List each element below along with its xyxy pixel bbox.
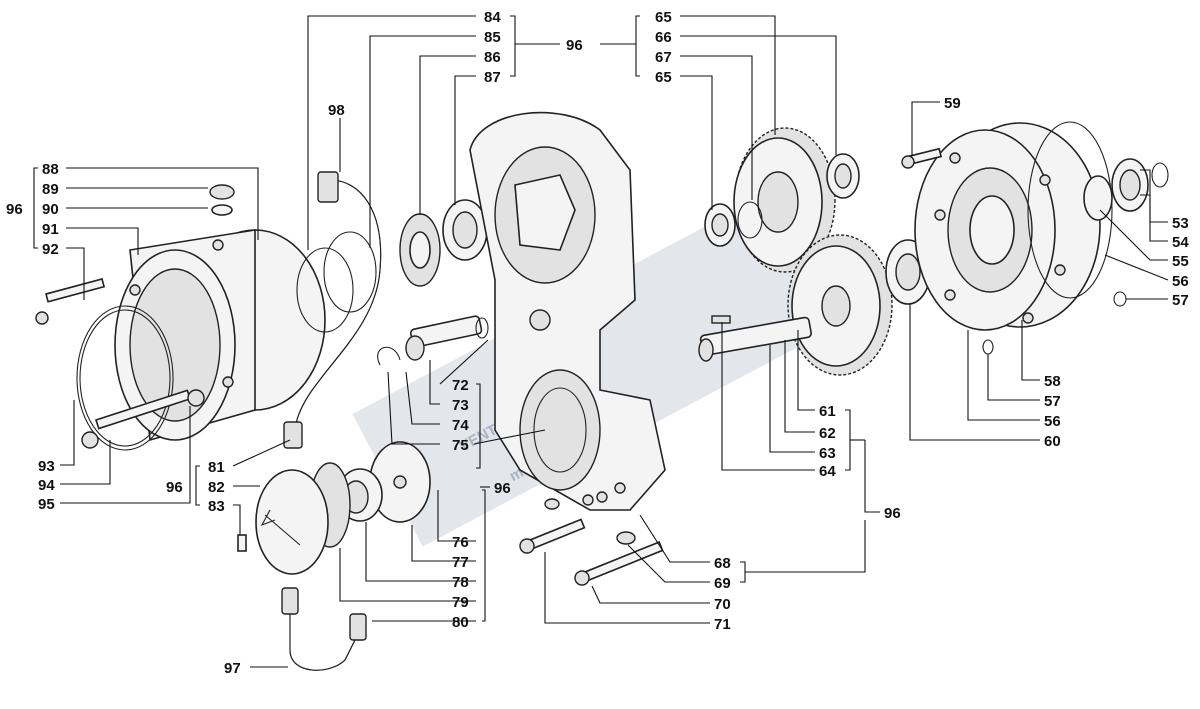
label-58: 58 [1044, 373, 1061, 390]
label-61: 61 [819, 403, 836, 420]
label-83: 83 [208, 498, 225, 515]
bolt-71 [519, 518, 586, 554]
label-92: 92 [42, 241, 59, 258]
label-79: 79 [452, 594, 469, 611]
leader-lines [33, 15, 1169, 668]
label-90: 90 [42, 201, 59, 218]
label-82: 82 [208, 479, 225, 496]
hose-97 [281, 587, 367, 671]
callout-labels: 53 54 55 56 57 58 57 56 60 59 61 62 63 6… [6, 9, 1189, 677]
o-ring-57a [1113, 291, 1127, 307]
label-93: 93 [38, 458, 55, 475]
label-63: 63 [819, 445, 836, 462]
label-60: 60 [1044, 433, 1061, 450]
label-55: 55 [1172, 253, 1189, 270]
shaft-61-64 [698, 315, 812, 362]
label-96-left: 96 [6, 201, 23, 218]
label-68: 68 [714, 555, 731, 572]
label-81: 81 [208, 459, 225, 476]
label-89: 89 [42, 181, 59, 198]
label-65a: 65 [655, 9, 672, 26]
label-78: 78 [452, 574, 469, 591]
bolt-70 [574, 540, 664, 586]
bearing-54 [1111, 158, 1149, 212]
label-77: 77 [452, 554, 469, 571]
label-91: 91 [42, 221, 59, 238]
seal-55 [1083, 175, 1113, 221]
pump-cover-80 [255, 462, 351, 575]
label-53: 53 [1172, 215, 1189, 232]
bearing-65a [826, 153, 860, 199]
plug-95 [187, 389, 205, 407]
label-84: 84 [484, 9, 501, 26]
label-64: 64 [819, 463, 836, 480]
label-87: 87 [484, 69, 501, 86]
o-ring-56a [1027, 121, 1113, 299]
label-67: 67 [655, 49, 672, 66]
label-75: 75 [452, 437, 469, 454]
gear-lower [787, 234, 893, 376]
o-ring-large-93 [76, 305, 174, 451]
bolt-59 [901, 147, 943, 169]
label-95: 95 [38, 496, 55, 513]
label-96-pump: 96 [166, 479, 183, 496]
label-70: 70 [714, 596, 731, 613]
pin-assembly-72-75 [377, 315, 489, 366]
label-73: 73 [452, 397, 469, 414]
label-56b: 56 [1044, 413, 1061, 430]
label-80: 80 [452, 614, 469, 631]
ring-53 [1151, 162, 1169, 188]
plug-89-90 [209, 184, 235, 216]
label-69: 69 [714, 575, 731, 592]
label-98: 98 [328, 102, 345, 119]
o-ring-57b [982, 339, 994, 355]
label-74: 74 [452, 417, 469, 434]
plug-69 [616, 531, 636, 545]
label-96-center: 96 [494, 480, 511, 497]
label-66: 66 [655, 29, 672, 46]
label-86: 86 [484, 49, 501, 66]
label-65b: 65 [655, 69, 672, 86]
label-94: 94 [38, 477, 55, 494]
bolt-92 [35, 278, 106, 325]
label-57b: 57 [1044, 393, 1061, 410]
gear-66 [733, 127, 836, 273]
label-59: 59 [944, 95, 961, 112]
label-76: 76 [452, 534, 469, 551]
wheel-hub [914, 122, 1101, 331]
label-54: 54 [1172, 234, 1189, 251]
label-85: 85 [484, 29, 501, 46]
screw-83 [237, 534, 247, 552]
label-88: 88 [42, 161, 59, 178]
label-71: 71 [714, 616, 731, 633]
ring-67 [737, 201, 763, 239]
label-72: 72 [452, 377, 469, 394]
label-96-top: 96 [566, 37, 583, 54]
o-ring-85 [296, 231, 377, 333]
gear-86 [399, 213, 441, 287]
label-96-right: 96 [884, 505, 901, 522]
label-57: 57 [1172, 292, 1189, 309]
label-97: 97 [224, 660, 241, 677]
bearing-87 [442, 199, 488, 261]
center-housing [469, 111, 666, 511]
bolt-94 [81, 389, 192, 449]
label-62: 62 [819, 425, 836, 442]
bell-housing [114, 229, 326, 442]
plug-68 [544, 498, 560, 510]
bearing-65b [704, 203, 736, 247]
label-56: 56 [1172, 273, 1189, 290]
hose-98 [283, 171, 382, 449]
